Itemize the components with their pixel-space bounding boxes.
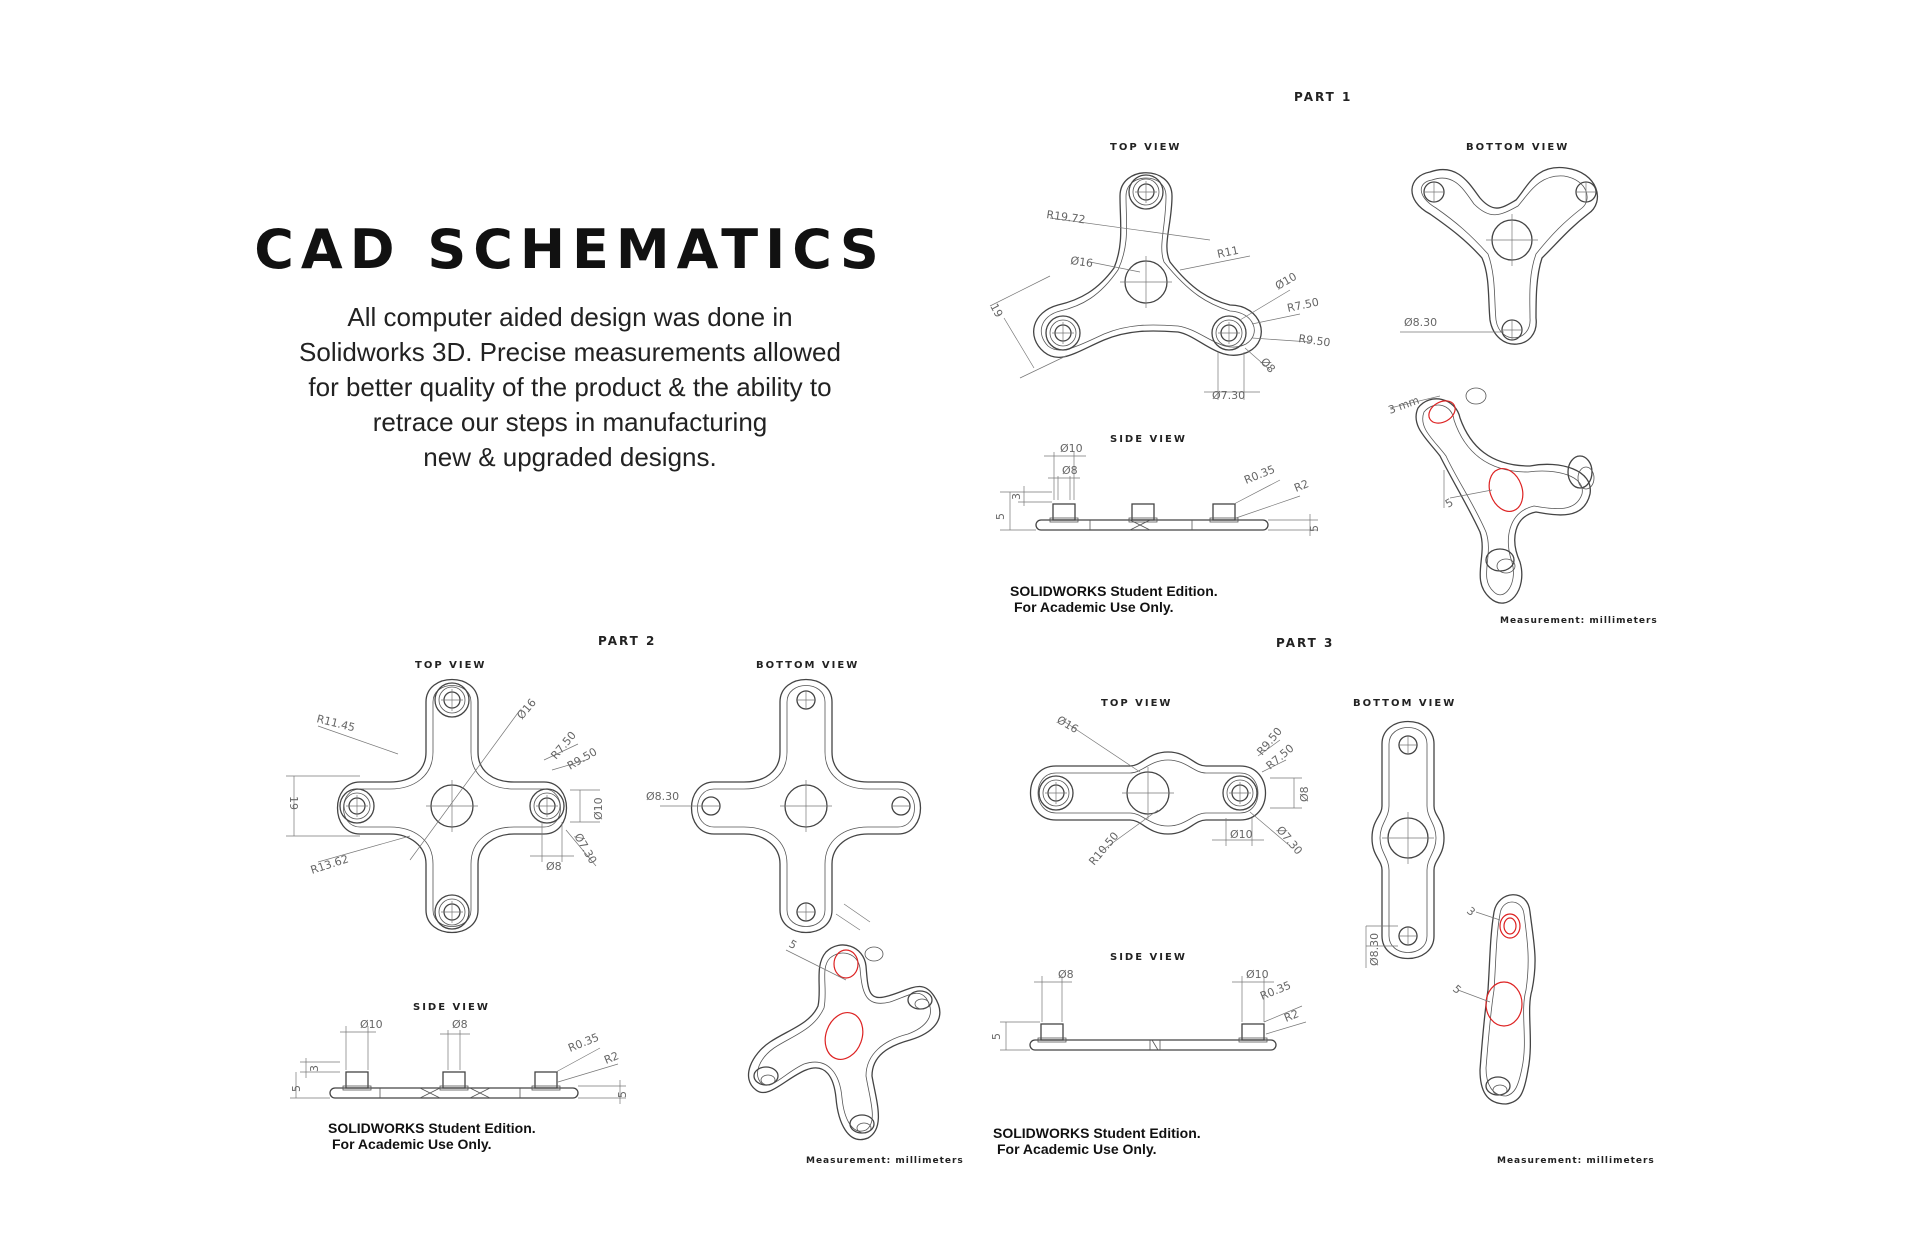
intro-line: new & upgraded designs. bbox=[423, 442, 717, 472]
dim-label: Ø10 bbox=[1273, 270, 1299, 293]
dim-label: 5 bbox=[1308, 525, 1321, 532]
part2-measurement-note: Measurement: millimeters bbox=[806, 1156, 964, 1166]
intro-line: retrace our steps in manufacturing bbox=[372, 407, 768, 437]
part3-edition-note: SOLIDWORKS Student Edition. For Academic… bbox=[993, 1125, 1201, 1157]
dim-label: 3 bbox=[1464, 904, 1478, 918]
dim-label: Ø8.30 bbox=[1368, 933, 1381, 966]
dim-label: Ø7.30 bbox=[1274, 824, 1305, 858]
part2-edition-note: SOLIDWORKS Student Edition. For Academic… bbox=[328, 1120, 536, 1152]
part2-top-view bbox=[286, 679, 600, 933]
part1-bottom-view-label: BOTTOM VIEW bbox=[1466, 142, 1570, 153]
dim-label: R0.35 bbox=[1242, 463, 1277, 487]
dim-label: R9.50 bbox=[1298, 332, 1332, 349]
dim-label: 5 bbox=[1443, 496, 1456, 511]
part3-top-view bbox=[1029, 719, 1302, 853]
dim-label: Ø8 bbox=[1058, 968, 1074, 981]
intro-line: for better quality of the product & the … bbox=[308, 372, 832, 402]
part2-side-view-label: SIDE VIEW bbox=[413, 1002, 490, 1013]
part2-label: PART 2 bbox=[598, 634, 657, 648]
intro-line: All computer aided design was done in bbox=[347, 302, 793, 332]
dim-label: Ø8.30 bbox=[1404, 316, 1437, 329]
dim-label: R19.72 bbox=[1046, 208, 1087, 226]
part2-bottom-view-label: BOTTOM VIEW bbox=[756, 660, 860, 671]
part1-bottom-view bbox=[1400, 166, 1598, 345]
dim-label: Ø10 bbox=[592, 797, 605, 820]
dim-label: 5 bbox=[616, 1091, 629, 1098]
edition-line: For Academic Use Only. bbox=[332, 1136, 492, 1152]
dim-label: Ø7.30 bbox=[571, 831, 599, 866]
part1-isometric-view bbox=[1389, 387, 1595, 604]
dim-label: Ø8 bbox=[1298, 786, 1311, 802]
dim-label: Ø16 bbox=[514, 696, 539, 722]
dim-label: R11 bbox=[1216, 244, 1240, 261]
part2-isometric-view bbox=[747, 903, 941, 1141]
intro-paragraph: All computer aided design was done in So… bbox=[250, 300, 890, 475]
part1-side-view bbox=[1000, 452, 1318, 536]
dim-label: Ø10 bbox=[1060, 442, 1083, 455]
dim-label: 5 bbox=[1450, 982, 1464, 996]
edition-line: SOLIDWORKS Student Edition. bbox=[993, 1125, 1201, 1141]
dim-label: R7.50 bbox=[1286, 296, 1320, 315]
dim-label: Ø8 bbox=[1062, 464, 1078, 477]
intro-line: Solidworks 3D. Precise measurements allo… bbox=[299, 337, 841, 367]
page-title: CAD SCHEMATICS bbox=[254, 218, 886, 281]
dim-label: Ø8.30 bbox=[646, 790, 679, 803]
dim-label: Ø16 bbox=[1055, 713, 1081, 736]
part2-bottom-view bbox=[660, 679, 921, 933]
dim-label: R0.35 bbox=[566, 1031, 601, 1055]
dim-label: Ø10 bbox=[1230, 828, 1253, 841]
part1-label: PART 1 bbox=[1294, 90, 1353, 104]
edition-line: For Academic Use Only. bbox=[1014, 599, 1174, 615]
dim-label: Ø8 bbox=[452, 1018, 468, 1031]
dim-label: R11.45 bbox=[315, 712, 356, 734]
part3-bottom-view bbox=[1365, 721, 1445, 968]
part3-side-view-label: SIDE VIEW bbox=[1110, 952, 1187, 963]
dim-label: Ø10 bbox=[1246, 968, 1269, 981]
dim-label: Ø8 bbox=[546, 860, 562, 873]
part3-label: PART 3 bbox=[1276, 636, 1335, 650]
dim-label: R13.62 bbox=[309, 852, 350, 876]
dim-label: R2 bbox=[602, 1049, 620, 1067]
dim-label: Ø7.30 bbox=[1212, 389, 1245, 402]
dim-label: 3 bbox=[1010, 493, 1023, 500]
part1-measurement-note: Measurement: millimeters bbox=[1500, 616, 1658, 626]
part3-bottom-view-label: BOTTOM VIEW bbox=[1353, 698, 1457, 709]
dim-label: 5 bbox=[290, 1085, 303, 1092]
part3-measurement-note: Measurement: millimeters bbox=[1497, 1156, 1655, 1166]
dim-label: Ø8 bbox=[1258, 355, 1278, 375]
part3-isometric-view bbox=[1457, 894, 1536, 1105]
part1-top-view bbox=[989, 172, 1311, 400]
dim-label: 5 bbox=[994, 513, 1007, 520]
part2-side-view bbox=[290, 1026, 626, 1104]
dim-label: 19 bbox=[287, 796, 300, 810]
edition-line: For Academic Use Only. bbox=[997, 1141, 1157, 1157]
dim-label: Ø10 bbox=[360, 1018, 383, 1031]
edition-line: SOLIDWORKS Student Edition. bbox=[1010, 583, 1218, 599]
part1-side-view-label: SIDE VIEW bbox=[1110, 434, 1187, 445]
part3-top-view-label: TOP VIEW bbox=[1101, 698, 1173, 709]
dim-label: 5 bbox=[990, 1033, 1003, 1040]
part3-side-view bbox=[1000, 976, 1307, 1051]
dim-label: R2 bbox=[1292, 477, 1310, 495]
dim-label: R9.50 bbox=[565, 745, 599, 772]
part1-top-view-label: TOP VIEW bbox=[1110, 142, 1182, 153]
edition-line: SOLIDWORKS Student Edition. bbox=[328, 1120, 536, 1136]
part2-top-view-label: TOP VIEW bbox=[415, 660, 487, 671]
part1-edition-note: SOLIDWORKS Student Edition. For Academic… bbox=[1010, 583, 1218, 615]
dim-label: R10.50 bbox=[1086, 830, 1121, 868]
dim-label: 19 bbox=[987, 301, 1005, 319]
dim-label: R2 bbox=[1282, 1007, 1300, 1025]
dim-label: 3 bbox=[308, 1065, 321, 1072]
dim-label: Ø16 bbox=[1070, 254, 1094, 270]
dim-label: 5 bbox=[787, 937, 800, 952]
